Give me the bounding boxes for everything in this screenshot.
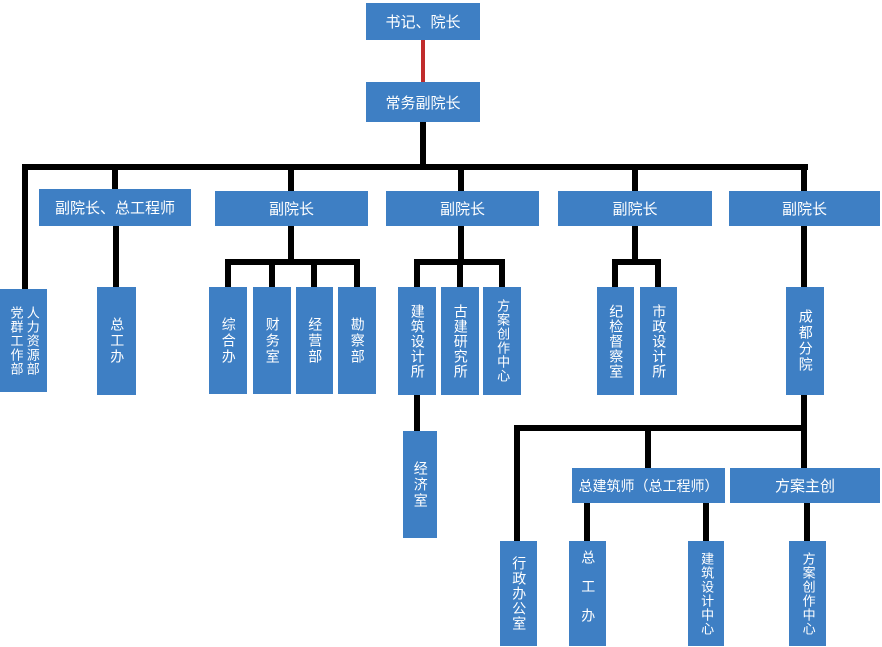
node-discipline-inspection-office: 纪检督察室 [597, 287, 634, 395]
node-economy-office: 经济室 [403, 431, 437, 538]
connector [645, 425, 651, 468]
connector [414, 395, 420, 432]
node-scheme-creation-center-1: 方案创作中心 [483, 287, 521, 395]
connector [499, 259, 505, 289]
node-general-office: 综合办 [209, 287, 247, 394]
connector [703, 503, 709, 542]
connector [514, 425, 807, 431]
connector [420, 122, 426, 167]
connector [311, 259, 317, 289]
node-chengdu-branch: 成都分院 [786, 287, 824, 395]
connector [612, 259, 661, 265]
node-vice-dean-3: 副院长 [558, 191, 712, 226]
connector [801, 164, 807, 191]
connector-main-bus [22, 164, 808, 170]
connector [414, 259, 420, 289]
connector [612, 259, 618, 289]
connector [22, 164, 28, 289]
node-hr-dept-label: 人力资源部 [24, 305, 40, 376]
connector-secretary-to-exec [421, 40, 425, 82]
node-vice-dean-4: 副院长 [729, 191, 880, 226]
node-chief-engineer-office-2: 总工办 [569, 541, 606, 646]
connector [801, 425, 807, 468]
connector [632, 164, 638, 191]
node-secretary-dean: 书记、院长 [366, 3, 480, 40]
connector [801, 395, 807, 425]
connector [288, 164, 294, 191]
connector [269, 259, 275, 289]
connector [458, 226, 464, 259]
node-ancient-architecture-institute: 古建研究所 [441, 287, 479, 395]
connector [632, 226, 638, 259]
node-party-mass-and-hr-dept: 党群工作部 人力资源部 [0, 289, 47, 392]
node-scheme-creation-center-2: 方案创作中心 [789, 541, 826, 646]
node-vice-dean-1: 副院长 [215, 191, 368, 226]
node-architectural-design-institute: 建筑设计所 [398, 287, 436, 395]
connector [112, 164, 118, 189]
connector [225, 259, 231, 289]
node-party-mass-dept-label: 党群工作部 [8, 305, 24, 376]
node-finance-office: 财务室 [253, 287, 291, 394]
node-vice-dean-2: 副院长 [386, 191, 539, 226]
connector [354, 259, 360, 289]
node-exec-vice-dean: 常务副院长 [366, 82, 480, 122]
node-municipal-design-institute: 市政设计所 [640, 287, 677, 395]
connector [804, 503, 810, 542]
node-chief-engineer-office: 总工办 [97, 287, 136, 395]
node-operations-dept: 经营部 [296, 287, 333, 394]
connector [225, 259, 360, 265]
connector [801, 226, 807, 288]
connector [457, 259, 463, 289]
connector [458, 164, 464, 191]
node-scheme-director: 方案主创 [730, 468, 880, 503]
node-architectural-design-center: 建筑设计中心 [688, 541, 724, 646]
node-survey-dept: 勘察部 [338, 287, 376, 394]
node-chief-architect: 总建筑师（总工程师） [572, 468, 725, 503]
connector [288, 226, 294, 259]
connector [655, 259, 661, 289]
connector [514, 425, 520, 542]
node-vice-dean-chief-engineer: 副院长、总工程师 [39, 189, 191, 226]
connector [584, 503, 590, 542]
node-admin-office: 行政办公室 [500, 541, 537, 646]
connector [113, 226, 119, 288]
